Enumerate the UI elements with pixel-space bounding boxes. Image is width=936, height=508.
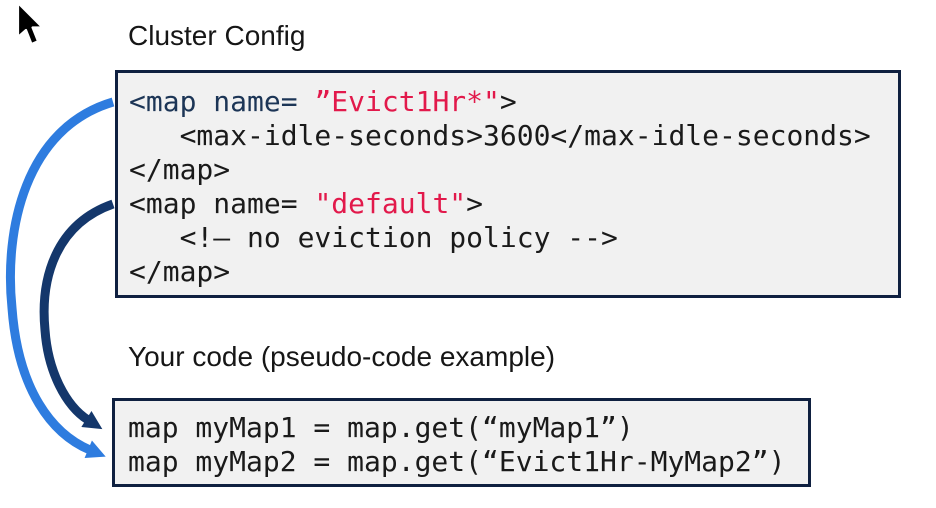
code-line-mymap1: map myMap1 = map.get(“myMap1”) <box>128 411 634 444</box>
mouse-pointer-icon <box>16 1 44 46</box>
code-line-comment: <!– no eviction policy --> <box>129 221 618 254</box>
your-code-box: map myMap1 = map.get(“myMap1”) map myMap… <box>112 398 811 487</box>
code-string: "default" <box>314 187 467 220</box>
arrow-evict1hr-to-mymap2-icon <box>5 97 115 458</box>
cluster-config-label: Cluster Config <box>128 20 306 51</box>
code-string: ”Evict1Hr*" <box>314 85 500 118</box>
code-line-map-close-2: </map> <box>129 255 231 288</box>
code-line-mymap2: map myMap2 = map.get(“Evict1Hr-MyMap2”) <box>128 445 786 478</box>
code-tag: <map name= <box>129 85 315 118</box>
arrow-default-to-mymap1-icon <box>39 199 115 430</box>
code-tag: <map name= <box>129 187 315 220</box>
code-line-map-open-evict: <map name= ”Evict1Hr*"> <box>129 85 890 119</box>
code-tag-close: > <box>499 85 517 118</box>
cluster-config-code-box: <map name= ”Evict1Hr*"> <max-idle-second… <box>115 70 901 298</box>
code-line-max-idle-seconds: <max-idle-seconds>3600</max-idle-seconds… <box>129 119 871 152</box>
code-line-map-close-1: </map> <box>129 153 231 186</box>
code-line-map-open-default: <map name= "default"> <box>129 187 890 221</box>
code-tag-close: > <box>466 187 484 220</box>
your-code-label: Your code (pseudo-code example) <box>128 341 556 372</box>
